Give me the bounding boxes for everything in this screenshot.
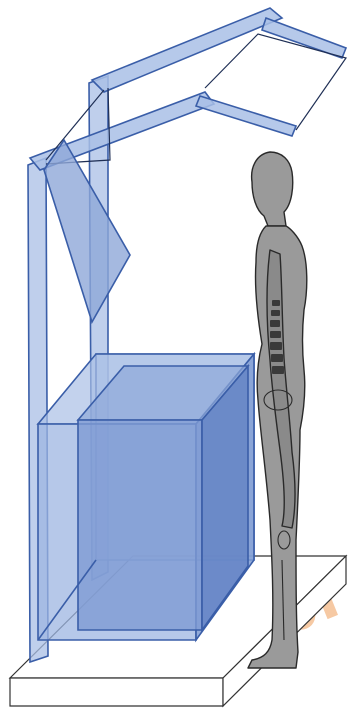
inner-cabinet-front [78, 420, 202, 630]
upper-arms [30, 8, 346, 170]
upper-arm-rear [92, 8, 282, 92]
figure-head [252, 152, 293, 226]
angled-panel [44, 140, 130, 322]
enclosure-box [38, 354, 254, 640]
boom-extension-lower [196, 96, 296, 136]
platform-front [10, 678, 223, 706]
